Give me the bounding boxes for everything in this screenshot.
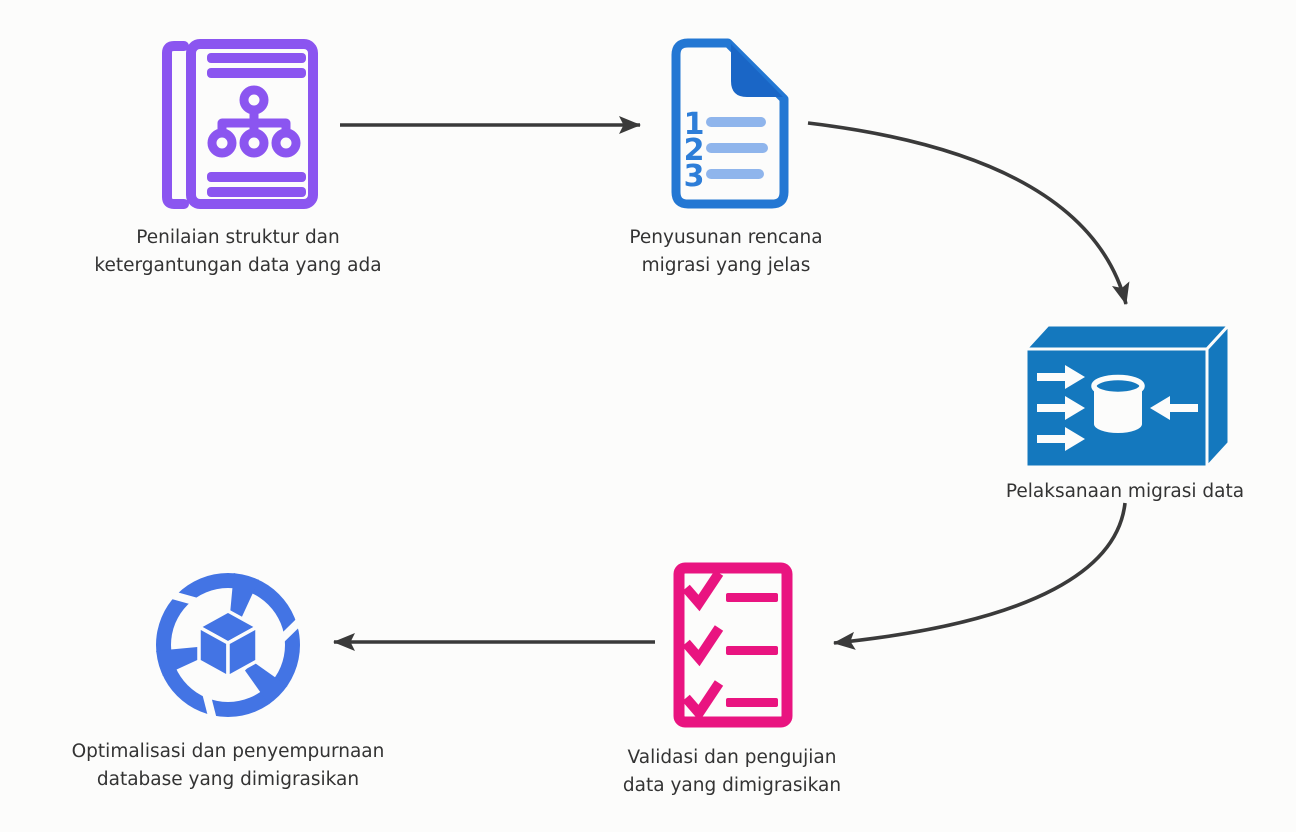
checklist-outline [673,562,793,728]
arrow-2-3-icon [807,121,1130,305]
cube-aperture-icon [156,573,307,726]
step5-label: Optimalisasi dan penyempurnaan database … [71,741,385,790]
list-number-3: 3 [684,159,705,194]
step4-label: Validasi dan pengujian data yang dimigra… [622,747,842,796]
aperture-blades [156,573,288,705]
bracket-shape [162,41,189,209]
migration-arrows [1037,365,1198,451]
document-text-lines [207,53,306,197]
ring-cuts [165,589,307,726]
cube-shape [197,609,259,679]
step2-label: Penyusunan rencana migrasi yang jelas [629,227,823,276]
database-migration-box-icon [1024,323,1231,469]
numbered-list-document-icon: 1 2 3 [671,38,789,209]
list-item-lines [706,117,768,179]
document-hierarchy-icon [162,39,318,209]
check-marks [682,570,724,722]
database-cylinder [1091,374,1145,433]
hierarchy-tree [207,85,301,158]
step1-label: Penilaian struktur dan ketergantungan da… [94,227,382,276]
check-item-lines [726,593,778,707]
checklist-icon [673,562,793,728]
folded-corner [731,44,783,97]
list-number-2: 2 [684,133,705,168]
arrow-3-4-icon [833,502,1127,650]
step3-label: Pelaksanaan migrasi data [1005,481,1245,502]
list-numbers: 1 2 3 [684,107,705,194]
list-number-1: 1 [684,107,705,142]
flow-arrows [333,116,1130,651]
